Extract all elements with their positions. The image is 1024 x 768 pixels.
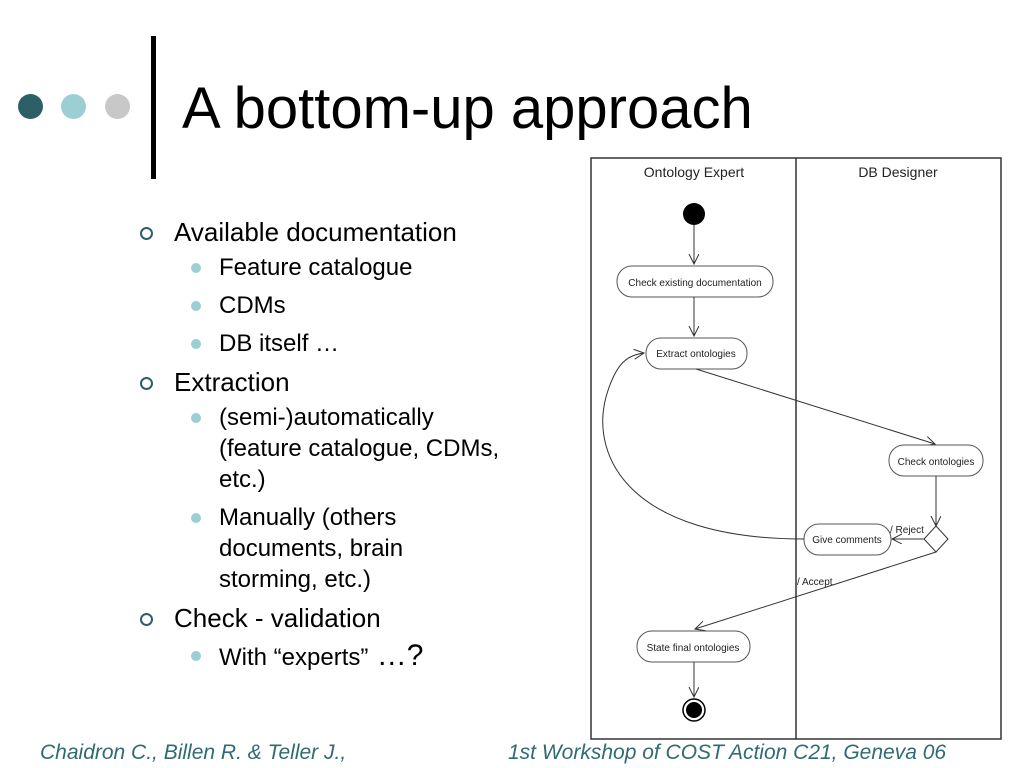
bullet-dot-icon <box>191 413 201 423</box>
footer-authors: Chaidron C., Billen R. & Teller J., <box>40 741 347 764</box>
sub-bullet: Feature catalogue <box>140 252 570 283</box>
lane-db-designer: DB Designer <box>858 164 938 180</box>
bullet-list: Available documentation Feature catalogu… <box>140 216 570 680</box>
flow-arrow <box>695 368 935 444</box>
sub-bullet: (semi-)automatically (feature catalogue,… <box>140 402 519 495</box>
footer-event: 1st Workshop of COST Action C21, Geneva … <box>508 741 947 764</box>
guard-accept: / Accept <box>797 577 833 588</box>
lane-ontology-expert: Ontology Expert <box>644 164 744 180</box>
activity-label: Check existing documentation <box>628 278 761 289</box>
flow-arrow <box>695 551 937 629</box>
activity-label: Give comments <box>812 535 881 546</box>
activity-label: State final ontologies <box>647 643 740 654</box>
dot-dark <box>18 94 43 119</box>
bullet-dot-icon <box>191 263 201 273</box>
bullet-ring-icon <box>140 613 153 626</box>
bullet-ring-icon <box>140 377 153 390</box>
slide-title: A bottom-up approach <box>182 76 753 141</box>
bullet-extraction: Extraction <box>140 366 570 398</box>
title-divider <box>151 36 156 179</box>
activity-label: Check ontologies <box>898 457 975 468</box>
initial-node <box>683 203 705 225</box>
dot-teal <box>61 94 86 119</box>
final-node <box>686 702 702 718</box>
sub-bullet: CDMs <box>140 290 570 321</box>
bullet-dot-icon <box>191 651 201 661</box>
bullet-dot-icon <box>191 301 201 311</box>
activity-check-documentation <box>616 265 774 298</box>
bullet-check-validation: Check - validation <box>140 602 570 634</box>
decorative-dots <box>18 94 138 120</box>
sub-bullet: With “experts” …? <box>140 640 570 673</box>
guard-reject: / Reject <box>890 525 924 536</box>
bullet-dot-icon <box>191 513 201 523</box>
sub-bullet: DB itself … <box>140 328 570 359</box>
sub-bullet: Manually (others documents, brain stormi… <box>140 502 479 595</box>
bullet-ring-icon <box>140 227 153 240</box>
dot-grey <box>105 94 130 119</box>
flow-loop-arrow <box>602 353 805 540</box>
activity-label: Extract ontologies <box>656 349 736 360</box>
bullet-dot-icon <box>191 339 201 349</box>
activity-diagram: Ontology Expert DB Designer Check existi… <box>590 157 1002 740</box>
bullet-available-documentation: Available documentation <box>140 216 570 248</box>
